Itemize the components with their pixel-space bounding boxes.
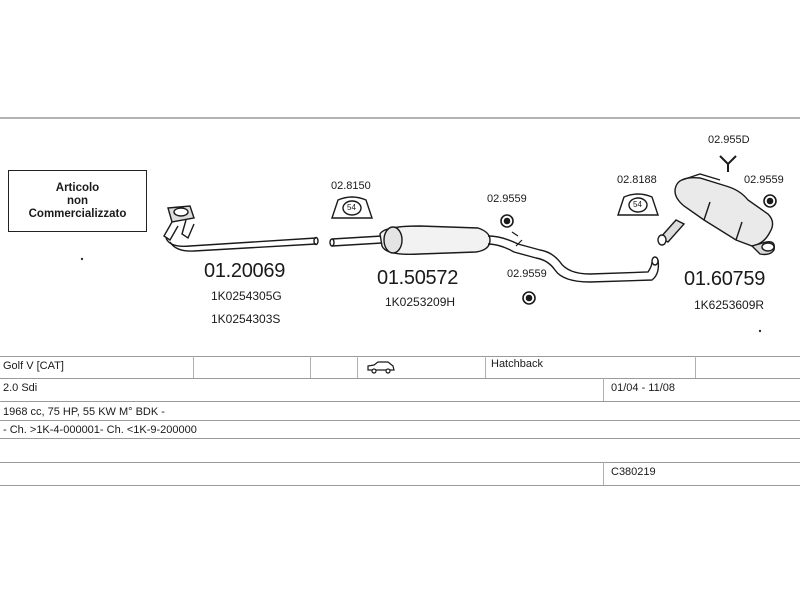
table-rule-top [0,356,800,357]
table-rule-5 [0,462,800,463]
hanger-drawing-1 [500,214,514,228]
vehicle-spec: 1968 cc, 75 HP, 55 KW M° BDK - [3,406,165,418]
hanger-code-3[interactable]: 02.9559 [744,174,784,186]
col-sep-3 [357,356,358,378]
hanger-code-2[interactable]: 02.9559 [507,268,547,280]
hanger-drawing-3 [763,194,777,208]
bracket-drawing [719,155,737,172]
table-rule-6 [0,485,800,486]
table-rule-2 [0,401,800,402]
vehicle-model: Golf V [CAT] [3,360,64,372]
clamp-code-2[interactable]: 02.8188 [617,174,657,186]
col-sep-7 [603,462,604,485]
clamp-drawing-1 [331,196,373,219]
clamp-code-1[interactable]: 02.8150 [331,180,371,192]
col-sep-1 [193,356,194,378]
not-sold-line-2: non [66,194,89,207]
front-pipe-drawing [163,205,319,252]
rear-silencer-drawing [657,173,776,256]
vehicle-ref: C380219 [611,466,656,478]
vehicle-engine: 2.0 Sdi [3,382,38,394]
not-sold-line-1: Articolo [55,181,100,194]
part-ref-front-pipe-1: 1K0254305G [211,289,282,303]
hanger-drawing-2 [522,291,536,305]
col-sep-4 [485,356,486,378]
part-code-rear-silencer[interactable]: 01.60759 [684,268,766,290]
col-sep-6 [603,378,604,401]
part-ref-middle-silencer: 1K0253209H [385,295,456,309]
clamp-size-1: 54 [347,203,356,212]
col-sep-2 [310,356,311,378]
part-ref-front-pipe-2: 1K0254303S [211,312,281,326]
vehicle-chassis: - Ch. >1K-4-000001- Ch. <1K-9-200000 [3,424,197,436]
part-ref-rear-silencer: 1K6253609R [694,298,765,312]
table-rule-1 [0,378,800,379]
vehicle-body: Hatchback [491,358,543,370]
clamp-drawing-2 [617,193,659,216]
vehicle-period: 01/04 - 11/08 [611,382,676,394]
not-sold-box: Articolo non Commercializzato [8,170,147,232]
hanger-code-1[interactable]: 02.9559 [487,193,527,205]
middle-silencer-drawing [329,225,660,283]
part-code-middle-silencer[interactable]: 01.50572 [377,267,459,289]
table-rule-3 [0,420,800,421]
not-sold-line-3: Commercializzato [28,207,127,220]
table-rule-4 [0,438,800,439]
col-sep-5 [695,356,696,378]
car-icon [367,361,395,374]
part-code-front-pipe[interactable]: 01.20069 [204,260,286,282]
bracket-code[interactable]: 02.955D [708,134,750,146]
clamp-size-2: 54 [633,200,642,209]
